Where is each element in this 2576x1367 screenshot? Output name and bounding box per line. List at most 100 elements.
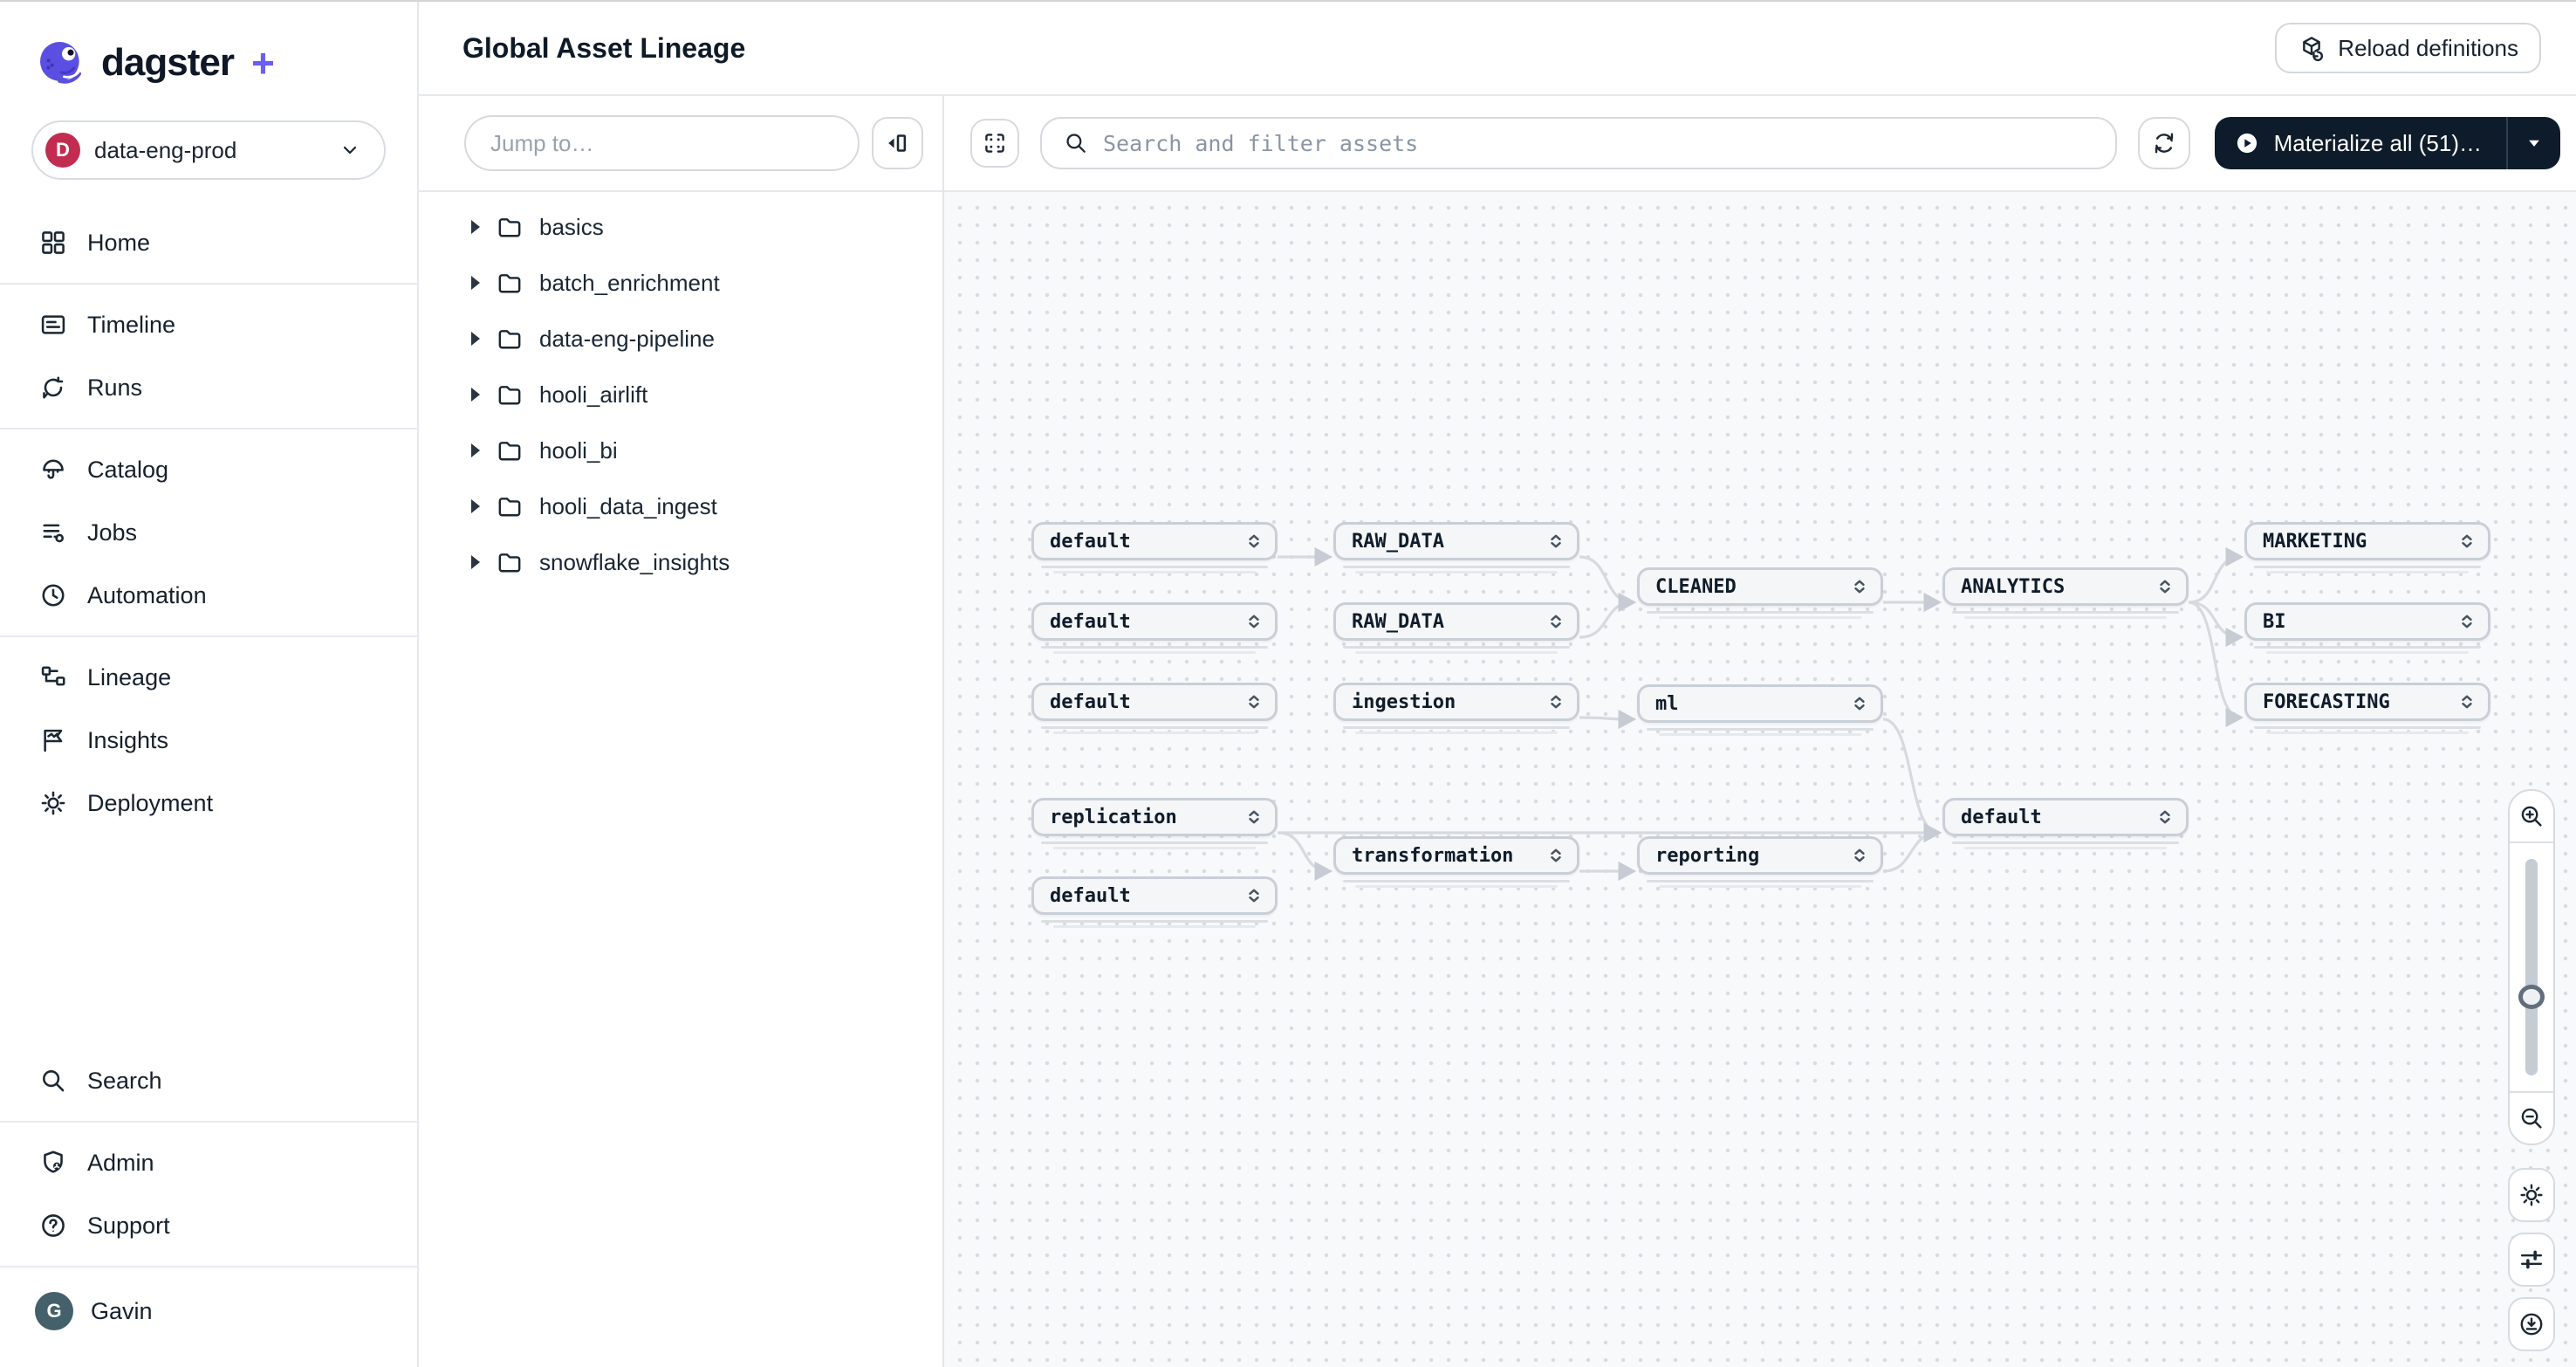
unfold-icon[interactable] — [1245, 692, 1263, 711]
lineage-graph-area: Materialize all (51)… — [944, 96, 2576, 1367]
zoom-in-button[interactable] — [2510, 791, 2553, 843]
deployment-switcher[interactable]: D data-eng-prod — [31, 120, 386, 180]
sidebar-item-label: Search — [87, 1067, 162, 1094]
tree-panel-toolbar — [419, 96, 942, 192]
unfold-icon[interactable] — [1245, 612, 1263, 631]
sidebar-item-catalog[interactable]: Catalog — [0, 438, 417, 501]
sidebar-item-automation[interactable]: Automation — [0, 564, 417, 627]
unfold-icon[interactable] — [1851, 694, 1868, 713]
unfold-icon[interactable] — [1547, 846, 1565, 865]
caret-right-icon[interactable] — [471, 499, 480, 513]
lineage-edge-replication-to-transformation — [1277, 831, 1333, 882]
unfold-icon[interactable] — [1547, 692, 1565, 711]
sidebar-item-jobs[interactable]: Jobs — [0, 501, 417, 564]
tree-row-label: hooli_bi — [539, 436, 618, 464]
graph-settings-button[interactable] — [2508, 1168, 2555, 1222]
tree-row-basics[interactable]: basics — [419, 199, 942, 255]
caret-right-icon[interactable] — [471, 332, 480, 346]
admin-icon — [38, 1148, 68, 1178]
asset-search-input[interactable] — [1103, 130, 2094, 156]
folder-icon — [496, 548, 524, 576]
collapse-panel-button[interactable] — [871, 117, 923, 169]
unfold-icon[interactable] — [1245, 886, 1263, 905]
sidebar-spacer — [0, 835, 417, 1049]
reload-definitions-button[interactable]: Reload definitions — [2275, 23, 2541, 73]
asset-group-node-raw_data_1[interactable]: RAW_DATA — [1333, 522, 1579, 574]
asset-group-node-raw_data_2[interactable]: RAW_DATA — [1333, 602, 1579, 654]
lineage-graph-canvas[interactable]: default RAW_DATA MARKETING default RAW_D… — [944, 192, 2576, 1367]
unfold-icon[interactable] — [2156, 807, 2174, 827]
deployment-avatar: D — [45, 133, 80, 168]
tree-row-hooli-data-ingest[interactable]: hooli_data_ingest — [419, 478, 942, 534]
unfold-icon[interactable] — [1245, 532, 1263, 551]
unfold-icon[interactable] — [1547, 532, 1565, 551]
tree-row-batch-enrichment[interactable]: batch_enrichment — [419, 255, 942, 311]
asset-group-node-default_5[interactable]: default — [1031, 876, 1278, 928]
sidebar-item-support[interactable]: Support — [0, 1194, 417, 1257]
sidebar-item-lineage[interactable]: Lineage — [0, 646, 417, 709]
unfold-icon[interactable] — [1245, 807, 1263, 827]
zoom-slider-thumb[interactable] — [2518, 985, 2545, 1010]
search-icon — [1063, 130, 1089, 156]
asset-group-node-marketing[interactable]: MARKETING — [2244, 522, 2490, 574]
asset-group-node-ingestion[interactable]: ingestion — [1333, 683, 1579, 734]
sidebar-item-home[interactable]: Home — [0, 211, 417, 274]
materialize-all-button[interactable]: Materialize all (51)… — [2215, 117, 2506, 169]
tree-row-data-eng-pipeline[interactable]: data-eng-pipeline — [419, 311, 942, 367]
tree-row-hooli-airlift[interactable]: hooli_airlift — [419, 367, 942, 422]
refresh-button[interactable] — [2137, 117, 2190, 169]
sidebar-item-deployment[interactable]: Deployment — [0, 772, 417, 835]
asset-group-node-reporting[interactable]: reporting — [1637, 836, 1883, 888]
tree-row-label: snowflake_insights — [539, 548, 730, 575]
zoom-slider[interactable] — [2510, 843, 2553, 1091]
asset-group-node-cleaned[interactable]: CLEANED — [1637, 567, 1883, 619]
jump-to-input[interactable] — [464, 115, 860, 171]
unfold-icon[interactable] — [2156, 577, 2174, 596]
sidebar-item-label: Support — [87, 1212, 170, 1239]
caret-right-icon[interactable] — [471, 443, 480, 457]
home-icon — [38, 228, 68, 258]
asset-group-node-default_2[interactable]: default — [1031, 602, 1278, 654]
zoom-slider-track[interactable] — [2525, 859, 2538, 1075]
asset-group-node-default_1[interactable]: default — [1031, 522, 1278, 574]
asset-group-node-default_3[interactable]: default — [1031, 683, 1278, 734]
sidebar-item-runs[interactable]: Runs — [0, 356, 417, 419]
unfold-icon[interactable] — [1851, 577, 1868, 596]
unfold-icon[interactable] — [2458, 692, 2476, 711]
asset-group-node-forecasting[interactable]: FORECASTING — [2244, 683, 2490, 734]
caret-right-icon[interactable] — [471, 276, 480, 290]
sidebar-item-insights[interactable]: Insights — [0, 709, 417, 772]
collapse-panel-icon — [882, 128, 912, 158]
asset-group-node-replication[interactable]: replication — [1031, 798, 1278, 849]
asset-group-label: ingestion — [1352, 690, 1456, 713]
asset-group-node-ml[interactable]: ml — [1637, 684, 1883, 736]
tree-row-label: hooli_data_ingest — [539, 492, 717, 519]
unfold-icon[interactable] — [2458, 532, 2476, 551]
download-image-button[interactable] — [2508, 1297, 2555, 1351]
materialize-options-caret[interactable] — [2506, 117, 2560, 169]
sidebar-item-search[interactable]: Search — [0, 1049, 417, 1112]
sidebar-item-admin[interactable]: Admin — [0, 1131, 417, 1194]
asset-group-node-analytics[interactable]: ANALYTICS — [1942, 567, 2189, 619]
user-menu[interactable]: G Gavin — [0, 1276, 417, 1346]
asset-group-node-transformation[interactable]: transformation — [1333, 836, 1579, 888]
unfold-icon[interactable] — [1547, 612, 1565, 631]
unfold-icon[interactable] — [1851, 846, 1868, 865]
fit-view-button[interactable] — [970, 119, 1019, 168]
caret-right-icon[interactable] — [471, 555, 480, 569]
tree-row-snowflake-insights[interactable]: snowflake_insights — [419, 534, 942, 590]
asset-group-node-bi[interactable]: BI — [2244, 602, 2490, 654]
zoom-out-button[interactable] — [2510, 1091, 2553, 1144]
asset-group-label: RAW_DATA — [1352, 610, 1444, 633]
caret-right-icon[interactable] — [471, 388, 480, 402]
sidebar-item-label: Deployment — [87, 789, 214, 816]
asset-group-node-default_4[interactable]: default — [1942, 798, 2189, 849]
graph-filters-button[interactable] — [2508, 1233, 2555, 1287]
play-circle-icon — [2234, 130, 2260, 156]
lineage-edge-raw_data_1-to-cleaned — [1579, 555, 1637, 613]
unfold-icon[interactable] — [2458, 612, 2476, 631]
sidebar-item-timeline[interactable]: Timeline — [0, 293, 417, 356]
caret-right-icon[interactable] — [471, 220, 480, 234]
tree-row-hooli-bi[interactable]: hooli_bi — [419, 422, 942, 478]
brand[interactable]: dagster + — [0, 2, 417, 113]
